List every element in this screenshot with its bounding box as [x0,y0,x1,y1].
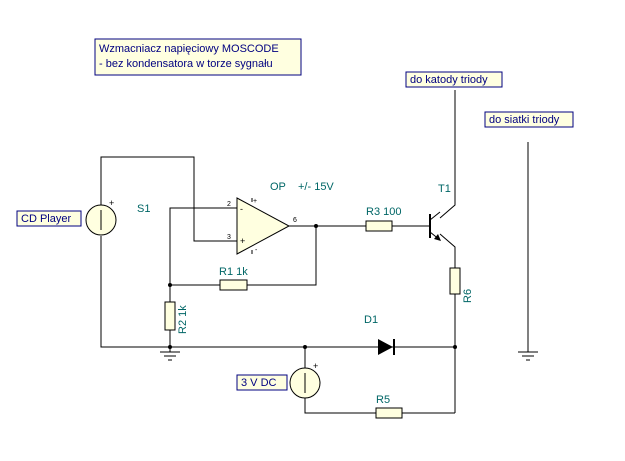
resistor-icon [375,407,403,419]
d1-label: D1 [364,314,378,326]
wire-emitter [439,233,456,268]
resistor-r1: R1 1k [219,266,248,291]
transistor-t1: T1 [429,183,451,241]
junction-dot [168,283,172,287]
transistor-collector-lead [429,211,441,221]
pin-3-label: 3 [227,234,231,241]
resistor-icon [164,301,176,331]
title-note-frame [94,38,302,76]
op-amp: - + + - 2 3 6 OP +/- 15V [227,181,334,255]
s1-label: S1 [137,203,150,215]
title-line-1: Wzmacniacz napięciowy MOSCODE [99,43,279,55]
ground-grid [518,351,538,361]
title-note: Wzmacniacz napięciowy MOSCODE - bez kond… [94,38,302,76]
ground-main [160,347,180,361]
cd-player-label-box [16,210,82,227]
resistor-icon [365,220,393,232]
diode-triangle-icon [378,339,393,355]
resistor-icon [219,279,248,291]
op-amp-triangle-icon [236,197,291,255]
op-inv-sign: - [240,204,243,214]
pin-6-label: 6 [293,217,297,224]
r3-label: R3 100 [366,206,401,218]
grid-label: do siatki triody [489,114,560,126]
junctions [168,224,457,349]
pin-2-label: 2 [227,201,231,208]
op-label: OP [270,181,286,193]
op-noninv-sign: + [240,236,245,246]
cd-player-label: CD Player [21,213,71,225]
t1-label: T1 [438,183,451,195]
resistor-r6: R6 [449,267,474,303]
wire-dc-bottom [304,398,376,414]
wire-r1-right [247,226,317,286]
cathode-output: do katody triody [405,71,503,88]
r6-label: R6 [462,289,474,303]
dc-source-plus: + [313,361,318,371]
wire-cd-to-noninv [100,156,237,242]
wires [100,90,529,414]
op-supply-minus: - [255,247,258,254]
r2-label: R2 1k [177,305,189,334]
resistor-icon [449,267,461,295]
junction-dot [303,345,307,349]
grid-output: do siatki triody [484,111,574,128]
op-supply-plus: + [253,198,257,205]
junction-dot [453,345,457,349]
wire-inv-to-feedback [169,207,237,285]
dc-source: + 3 V DC [236,361,321,399]
dc-source-label: 3 V DC [241,377,277,389]
cathode-label: do katody triody [410,74,488,86]
grid-label-box [484,111,574,128]
resistor-r3: R3 100 [365,206,401,232]
diode-d1: D1 [364,314,395,355]
cd-source-plus: + [109,198,114,208]
transistor-arrow-icon [434,234,441,241]
resistor-r2: R2 1k [164,301,189,334]
wire-collector [439,90,456,219]
title-line-2: - bez kondensatora w torze sygnału [99,58,273,70]
wire-ground-rail [100,236,455,348]
cd-player-source: + CD Player S1 [16,198,150,236]
cathode-label-box [405,71,503,88]
resistor-r5: R5 [375,394,403,419]
r1-label: R1 1k [219,266,248,278]
junction-dot [314,224,318,228]
op-supply-label: +/- 15V [298,181,334,193]
dc-label-box [236,374,288,391]
r5-label: R5 [376,394,390,406]
